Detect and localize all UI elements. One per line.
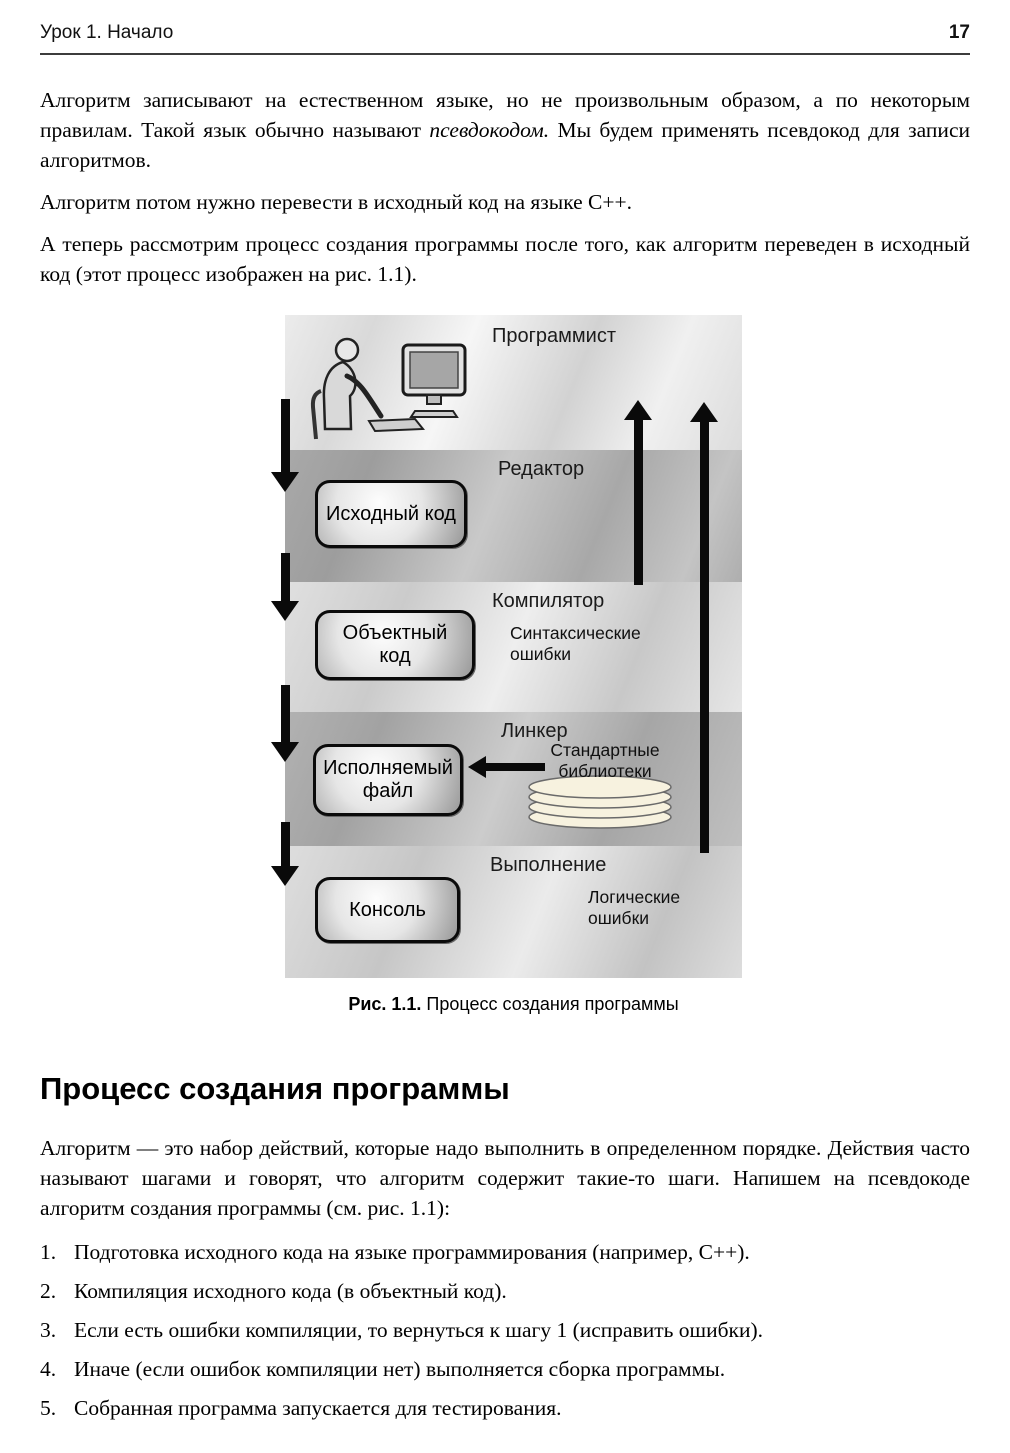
section-heading: Процесс создания программы	[40, 1071, 510, 1106]
paragraph-pseudocode: Алгоритм записывают на естественном язык…	[40, 85, 970, 175]
list-item-number: 1.	[40, 1240, 57, 1264]
list-item: 2. Компиляция исходного кода (в объектны…	[40, 1276, 970, 1306]
arrow-head	[271, 866, 299, 886]
list-item: 3. Если есть ошибки компиляции, то верну…	[40, 1315, 970, 1345]
arrow-head	[468, 756, 486, 778]
paragraph-translate: Алгоритм потом нужно перевести в исходны…	[40, 190, 633, 214]
list-item-text: Подготовка исходного кода на языке прогр…	[74, 1240, 750, 1264]
figure-caption: Рис. 1.1. Процесс создания программы	[285, 994, 742, 1015]
band-linker: Линкер Исполняемый файл Стандартные библ…	[285, 712, 742, 846]
paragraph-text: Алгоритм записывают на естественном язык…	[40, 88, 970, 142]
paragraph-text: Мы будем применять псевдокод для записи …	[40, 118, 970, 172]
source-code-box: Исходный код	[315, 480, 467, 548]
section-intro-paragraph: Алгоритм — это набор действий, которые н…	[40, 1136, 970, 1220]
standard-libraries-note: Стандартные библиотеки	[550, 740, 660, 782]
arrow-shaft	[280, 399, 290, 472]
flow-down-arrow-icon	[271, 399, 299, 492]
arrow-shaft	[280, 685, 290, 742]
arrow-shaft	[280, 822, 290, 866]
flow-down-arrow-icon	[271, 822, 299, 886]
band-label-editor: Редактор	[498, 458, 585, 480]
band-label-linker: Линкер	[501, 720, 568, 742]
book-page: Урок 1. Начало 17 Алгоритм записывают на…	[40, 0, 970, 1423]
chapter-title: Урок 1. Начало	[40, 22, 174, 43]
executable-file-box: Исполняемый файл	[313, 744, 463, 816]
band-editor: Редактор Исходный код	[285, 450, 742, 582]
list-item-text: Иначе (если ошибок компиляции нет) выпол…	[74, 1357, 726, 1381]
list-item: 5. Собранная программа запускается для т…	[40, 1393, 970, 1423]
console-box: Консоль	[315, 877, 460, 943]
arrow-shaft	[633, 420, 643, 585]
band-compiler: Компилятор Объектный код Синтаксические …	[285, 582, 742, 712]
list-item-text: Если есть ошибки компиляции, то вернутьс…	[74, 1318, 764, 1342]
page-number: 17	[948, 22, 970, 43]
figure-caption-label: Рис. 1.1.	[348, 994, 422, 1014]
execution-feedback-up-arrow-icon	[690, 402, 718, 853]
logic-errors-note: Логические ошибки	[588, 887, 681, 929]
figure-1-1: Программист Редактор Исходный код	[271, 315, 742, 1015]
list-item: 4. Иначе (если ошибок компиляции нет) вы…	[40, 1354, 970, 1384]
band-label-compiler: Компилятор	[492, 590, 605, 612]
list-item-number: 3.	[40, 1318, 57, 1342]
library-disk-stack-icon	[528, 775, 672, 829]
libraries-to-executable-arrow-icon	[468, 756, 545, 778]
program-process-diagram: Программист Редактор Исходный код	[271, 315, 742, 978]
arrow-head	[271, 742, 299, 762]
algorithm-steps-list: 1. Подготовка исходного кода на языке пр…	[40, 1237, 970, 1423]
arrow-shaft	[486, 763, 545, 771]
object-code-box: Объектный код	[315, 610, 475, 680]
list-item-number: 4.	[40, 1357, 57, 1381]
arrow-head	[271, 601, 299, 621]
list-item-text: Компиляция исходного кода (в объектный к…	[74, 1279, 507, 1303]
flow-down-arrow-icon	[271, 553, 299, 621]
page-header: Урок 1. Начало 17	[40, 0, 970, 55]
arrow-shaft	[280, 553, 290, 601]
arrow-shaft	[699, 422, 709, 853]
syntax-errors-note: Синтаксические ошибки	[510, 623, 641, 665]
figure-caption-text: Процесс создания программы	[421, 994, 679, 1014]
band-label-execution: Выполнение	[490, 854, 607, 876]
list-item-text: Собранная программа запускается для тест…	[74, 1396, 562, 1420]
compiler-feedback-up-arrow-icon	[624, 400, 652, 585]
arrow-head	[690, 402, 718, 422]
band-execution: Выполнение Консоль Логические ошибки	[285, 846, 742, 978]
list-item-number: 5.	[40, 1396, 57, 1420]
paragraph-process: А теперь рассмотрим процесс создания про…	[40, 232, 970, 286]
italic-term: псевдокодом.	[429, 118, 550, 142]
band-programmer: Программист	[285, 315, 742, 450]
arrow-head	[624, 400, 652, 420]
band-label-programmer: Программист	[492, 325, 616, 347]
list-item-number: 2.	[40, 1279, 57, 1303]
list-item: 1. Подготовка исходного кода на языке пр…	[40, 1237, 970, 1267]
arrow-head	[271, 472, 299, 492]
flow-down-arrow-icon	[271, 685, 299, 762]
programmer-at-computer-illustration	[310, 337, 467, 440]
